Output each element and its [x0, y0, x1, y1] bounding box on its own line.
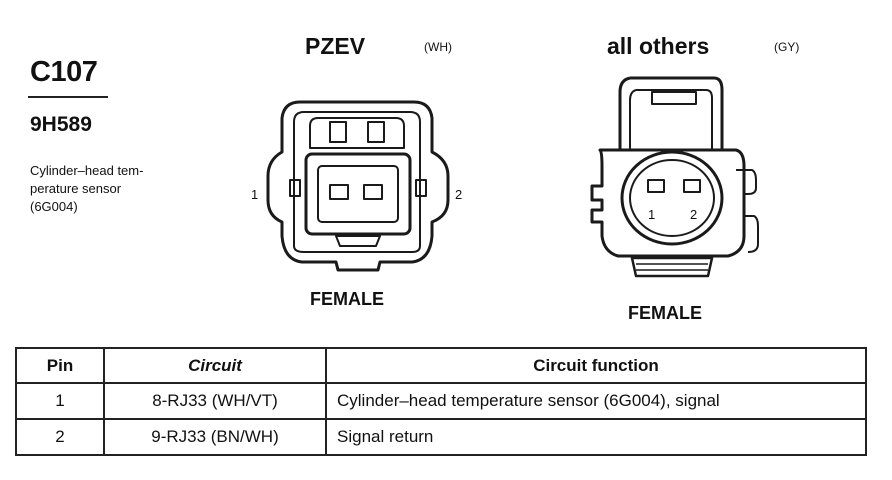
header-circuit: Circuit	[103, 347, 327, 384]
description-line: perature sensor	[30, 181, 122, 196]
table-header-row: Pin Circuit Circuit function	[15, 347, 867, 384]
connector-id-underline	[28, 96, 108, 98]
description-line: Cylinder–head tem-	[30, 163, 144, 178]
connector-id: C107	[30, 56, 98, 88]
pzev-pin-label-left: 1	[251, 187, 259, 202]
part-number: 9H589	[30, 113, 92, 136]
pzev-pin-label-right: 2	[455, 187, 463, 202]
cell-pin: 1	[15, 382, 105, 420]
cell-function: Signal return	[325, 418, 867, 456]
others-pin-label-left: 1	[648, 207, 656, 222]
variant-title-pzev: PZEV	[305, 33, 366, 59]
pinout-table: Pin Circuit Circuit function 1 8-RJ33 (W…	[15, 347, 867, 456]
others-pin-label-right: 2	[690, 207, 698, 222]
pzev-connector-face	[266, 100, 450, 272]
cell-circuit: 8-RJ33 (WH/VT)	[103, 382, 327, 420]
description-line: (6G004)	[30, 199, 78, 214]
header-pin: Pin	[15, 347, 105, 384]
variant-color-code-others: (GY)	[774, 40, 800, 54]
cell-circuit: 9-RJ33 (BN/WH)	[103, 418, 327, 456]
others-gender-label: FEMALE	[628, 303, 702, 323]
cell-pin: 2	[15, 418, 105, 456]
others-connector-face	[590, 76, 759, 278]
table-row: 1 8-RJ33 (WH/VT) Cylinder–head temperatu…	[15, 382, 867, 420]
connector-description: Cylinder–head tem- perature sensor (6G00…	[30, 162, 190, 216]
variant-title-others: all others	[607, 33, 710, 59]
header-circuit-function: Circuit function	[325, 347, 867, 384]
cell-function: Cylinder–head temperature sensor (6G004)…	[325, 382, 867, 420]
pzev-gender-label: FEMALE	[310, 289, 384, 309]
connector-face-drawings	[266, 76, 759, 278]
variant-color-code-pzev: (WH)	[424, 40, 452, 54]
table-row: 2 9-RJ33 (BN/WH) Signal return	[15, 418, 867, 456]
